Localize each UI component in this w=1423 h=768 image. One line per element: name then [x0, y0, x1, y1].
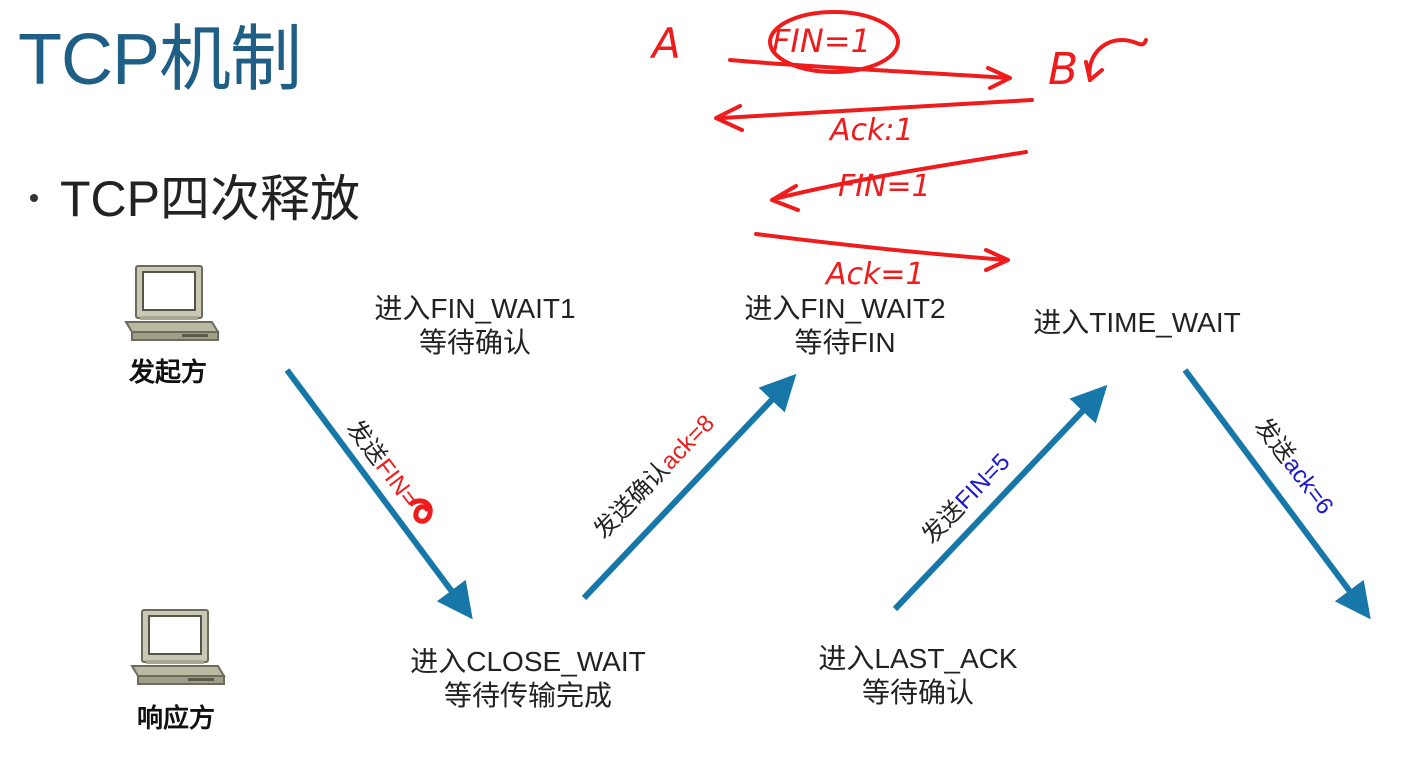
state-fin-wait2-line2: 等待FIN — [794, 327, 896, 358]
fin-strike-scribble — [408, 498, 433, 524]
state-time-wait-line1: 进入TIME_WAIT — [1033, 307, 1241, 338]
arrow-ack-2-label: 发送ack=6 — [1249, 413, 1338, 519]
state-last-ack: 进入LAST_ACK 等待确认 — [812, 642, 1024, 710]
hw-arrow-ack2 — [754, 232, 1008, 262]
arrow-ack-1 — [581, 373, 797, 601]
state-fin-wait2: 进入FIN_WAIT2 等待FIN — [738, 292, 952, 360]
hw-curl-arrow — [1087, 38, 1148, 82]
page-title: TCP机制 — [18, 20, 302, 100]
hw-arrow-ack — [720, 98, 1034, 120]
state-fin-wait1: 进入FIN_WAIT1 等待确认 — [368, 292, 582, 360]
hw-arrow-fin2 — [776, 150, 1028, 200]
hw-fin2: FIN=1 — [838, 169, 931, 204]
hw-arrow-a-to-b — [728, 58, 1010, 80]
hw-ack2: Ack=1 — [824, 257, 925, 292]
bullet-heading: TCP四次释放 — [30, 174, 360, 224]
state-close-wait: 进入CLOSE_WAIT 等待传输完成 — [403, 645, 653, 713]
state-time-wait: 进入TIME_WAIT — [1026, 306, 1248, 340]
bullet-dot — [30, 193, 38, 202]
arrow-fin-1 — [284, 368, 473, 620]
responder-computer-icon — [130, 609, 226, 685]
bullet-text: TCP四次释放 — [60, 171, 360, 227]
hw-fin1: FIN=1 — [772, 22, 871, 60]
initiator-computer-icon — [124, 265, 220, 341]
responder-label: 响应方 — [137, 703, 216, 733]
state-fin-wait1-line2: 等待确认 — [418, 327, 531, 358]
arrow-fin-2 — [892, 384, 1108, 612]
state-last-ack-line2: 等待确认 — [861, 677, 974, 708]
hw-label-b: B — [1048, 44, 1078, 95]
hw-arrow-ack2-head — [984, 248, 1010, 272]
hw-ack1: Ack:1 — [828, 113, 914, 148]
hw-curl-arrow-head — [1084, 60, 1104, 82]
state-last-ack-line1: 进入LAST_ACK — [818, 643, 1018, 674]
hw-arrow-fin2-head — [770, 184, 800, 212]
handwritten-annotations — [714, 10, 1148, 272]
hw-arrow-a-to-b-head — [986, 66, 1012, 90]
hw-circle — [768, 10, 900, 74]
state-fin-wait2-line1: 进入FIN_WAIT2 — [744, 293, 946, 324]
hw-arrow-ack-head — [714, 104, 744, 132]
state-close-wait-line2: 等待传输完成 — [443, 680, 612, 711]
arrow-ack-2 — [1182, 368, 1371, 620]
hw-label-a: A — [649, 19, 681, 68]
handwritten-text: A B FIN=1 Ack:1 FIN=1 Ack=1 — [649, 19, 1078, 292]
state-fin-wait1-line1: 进入FIN_WAIT1 — [374, 293, 576, 324]
state-close-wait-line1: 进入CLOSE_WAIT — [410, 646, 646, 677]
initiator-label: 发起方 — [129, 357, 208, 387]
